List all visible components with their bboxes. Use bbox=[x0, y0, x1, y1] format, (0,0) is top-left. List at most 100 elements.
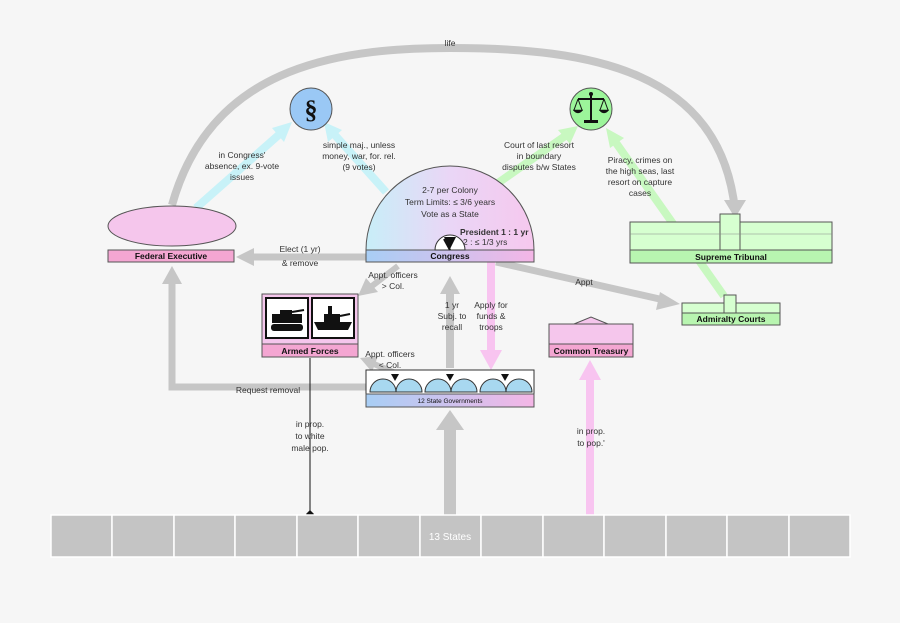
state-cell-1 bbox=[50, 514, 113, 558]
simple-maj-1: simple maj., unless bbox=[323, 140, 395, 150]
cyan-connectors bbox=[193, 122, 389, 211]
congress-node: Congress 2-7 per Colony Term Limits: ≤ 3… bbox=[365, 165, 535, 263]
state-cell-10 bbox=[603, 514, 667, 558]
admiralty-to-justice-arrow bbox=[610, 137, 728, 299]
state-cell-3 bbox=[173, 514, 236, 558]
request-removal-line bbox=[168, 282, 366, 391]
request-removal-arrowhead bbox=[162, 266, 182, 284]
state-governments-node: 12 State Governments bbox=[365, 369, 535, 408]
appt-gt-2: > Col. bbox=[382, 281, 404, 291]
in-prop-white-2: to white bbox=[295, 431, 325, 441]
appt-gt-1: Appt. officers bbox=[368, 270, 417, 280]
court-last-3: disputes b/w States bbox=[502, 162, 576, 172]
exec-note-3: issues bbox=[230, 172, 254, 182]
state-gauge-icons bbox=[369, 378, 533, 393]
exec-to-law-arrow bbox=[193, 129, 285, 211]
apply-for-1: Apply for bbox=[474, 300, 508, 310]
simple-maj-2: money, war, for. rel. bbox=[322, 151, 396, 161]
request-removal-label: Request removal bbox=[236, 385, 300, 395]
congress-info-3: Vote as a State bbox=[421, 209, 479, 219]
state-cell-8 bbox=[480, 514, 544, 558]
simple-maj-3: (9 votes) bbox=[342, 162, 375, 172]
in-prop-white-3: male pop. bbox=[291, 443, 328, 453]
in-prop-pop-2: to pop.' bbox=[577, 438, 605, 448]
congress-dome bbox=[365, 165, 535, 251]
annotations: life in Congress' absence, ex. 9-vote is… bbox=[205, 38, 675, 453]
justice-node bbox=[569, 87, 613, 131]
appt-lt-2: < Col. bbox=[379, 360, 401, 370]
appt-label: Appt bbox=[575, 277, 593, 287]
one-yr-3: recall bbox=[442, 322, 462, 332]
state-cell-9 bbox=[542, 514, 605, 558]
congress-info-2: Term Limits: ≤ 3/6 years bbox=[405, 197, 495, 207]
one-yr-1: 1 yr bbox=[445, 300, 459, 310]
congress-label: Congress bbox=[430, 251, 469, 261]
elect-2: & remove bbox=[282, 258, 319, 268]
scales-icon bbox=[572, 92, 610, 123]
pink-connectors bbox=[480, 262, 601, 515]
exec-note-1: in Congress' bbox=[219, 150, 266, 160]
in-prop-white-1: in prop. bbox=[296, 419, 324, 429]
admiralty-to-justice-arrowhead bbox=[606, 128, 624, 148]
exec-to-law-arrowhead bbox=[272, 122, 292, 142]
green-connectors bbox=[485, 126, 728, 299]
one-yr-2: Subj. to bbox=[438, 311, 467, 321]
admiralty-courts-label: Admiralty Courts bbox=[697, 314, 766, 324]
in-prop-pop-1: in prop. bbox=[577, 426, 605, 436]
federal-executive-node: Federal Executive bbox=[107, 205, 237, 263]
armed-forces-node: Armed Forces bbox=[261, 293, 359, 358]
tank-icon bbox=[265, 297, 309, 339]
state-cell-2 bbox=[111, 514, 175, 558]
court-last-1: Court of last resort bbox=[504, 140, 575, 150]
life-arc bbox=[168, 43, 739, 211]
apply-funds-arrowhead bbox=[480, 350, 502, 370]
states-bar: 13 States bbox=[50, 514, 851, 558]
law-node: § bbox=[289, 87, 333, 131]
treasury-pop-arrowhead bbox=[579, 360, 601, 380]
section-icon: § bbox=[305, 95, 318, 124]
elect-1: Elect (1 yr) bbox=[279, 244, 320, 254]
battleship-icon bbox=[311, 297, 355, 339]
states-to-gov-arrowhead bbox=[436, 410, 464, 430]
state-cell-11 bbox=[665, 514, 728, 558]
armed-forces-label: Armed Forces bbox=[281, 346, 338, 356]
president-term-label: President 1 : 1 yr bbox=[460, 227, 529, 237]
appt-gt-arrowhead bbox=[358, 278, 378, 296]
grey-connectors bbox=[162, 43, 746, 515]
recall-arrowhead bbox=[440, 276, 460, 294]
treasury-building-icon bbox=[573, 316, 609, 325]
state-cell-13 bbox=[788, 514, 851, 558]
life-label: life bbox=[445, 38, 456, 48]
state-cell-4 bbox=[234, 514, 298, 558]
life-arc-arrowhead bbox=[724, 200, 746, 218]
appt-arrowhead bbox=[656, 292, 680, 310]
state-gauge-markers bbox=[391, 374, 509, 381]
appt-lt-1: Appt. officers bbox=[365, 349, 414, 359]
common-treasury-node: Common Treasury bbox=[548, 316, 634, 358]
exec-note-2: absence, ex. 9-vote bbox=[205, 161, 279, 171]
court-of-last-resort-arrowhead bbox=[558, 126, 578, 144]
court-last-2: in boundary bbox=[517, 151, 562, 161]
piracy-2: the high seas, last bbox=[606, 166, 675, 176]
supreme-tribunal-node: Supreme Tribunal bbox=[629, 213, 833, 264]
states-label: 13 States bbox=[429, 532, 471, 543]
federal-executive-ellipse bbox=[107, 205, 237, 247]
congress-info-1: 2-7 per Colony bbox=[422, 185, 479, 195]
admiralty-courts-node: Admiralty Courts bbox=[681, 294, 781, 326]
appt-arrow bbox=[495, 258, 665, 304]
piracy-3: resort on capture bbox=[608, 177, 673, 187]
common-treasury-label: Common Treasury bbox=[554, 346, 629, 356]
apply-for-2: funds & bbox=[477, 311, 506, 321]
congress-to-law-arrowhead bbox=[324, 122, 342, 142]
president-term-label-2: 2 : ≤ 1/3 yrs bbox=[463, 237, 507, 247]
elect-arrowhead bbox=[236, 248, 254, 266]
supreme-tribunal-label: Supreme Tribunal bbox=[695, 252, 767, 262]
appt-gt-arrow bbox=[370, 263, 400, 289]
state-cell-5 bbox=[296, 514, 359, 558]
appt-lt-arrowhead bbox=[360, 356, 378, 372]
piracy-4: cases bbox=[629, 188, 651, 198]
federal-executive-label: Federal Executive bbox=[135, 251, 208, 261]
state-cell-6 bbox=[357, 514, 421, 558]
